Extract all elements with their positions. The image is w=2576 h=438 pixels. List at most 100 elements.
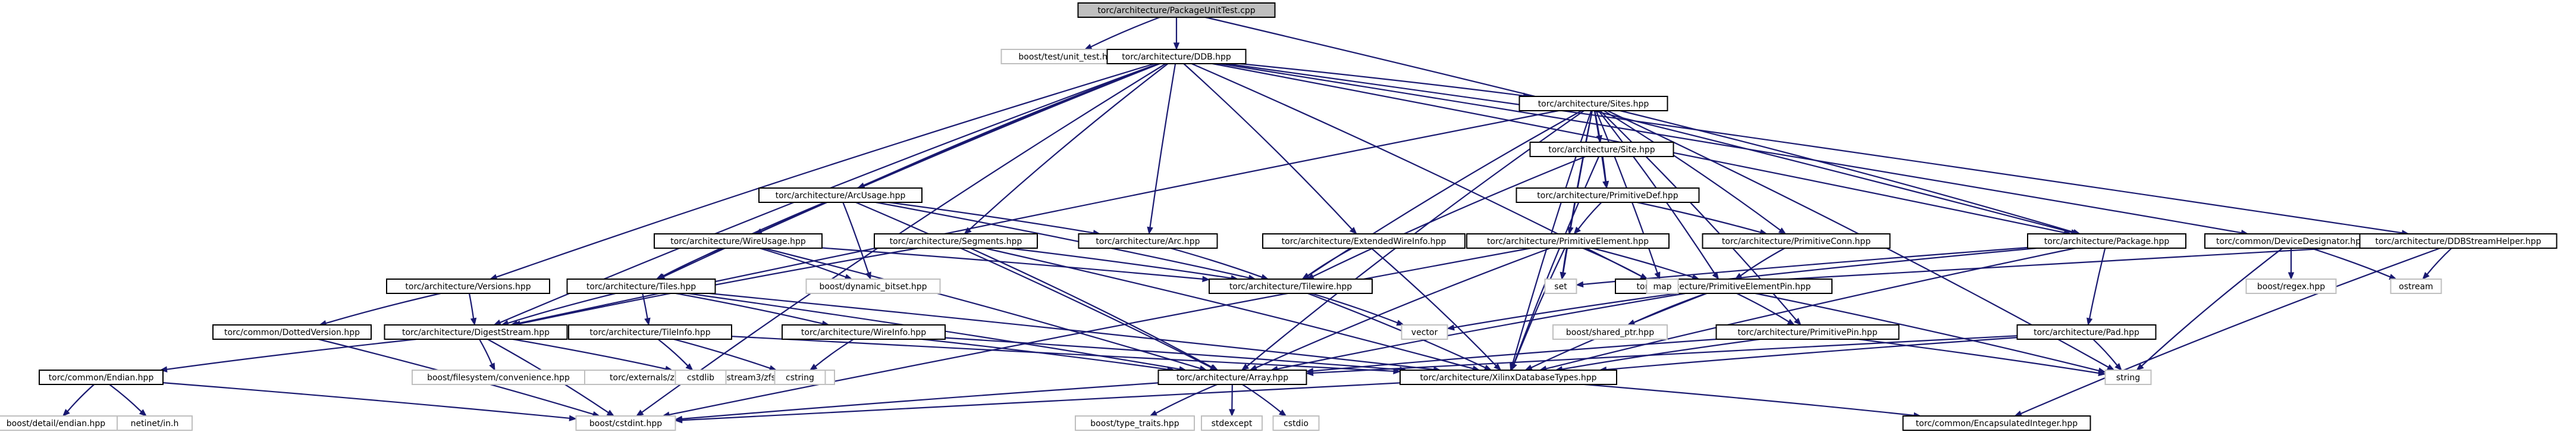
node-ostream[interactable]: ostream bbox=[2390, 279, 2442, 294]
node-cstdio[interactable]: cstdio bbox=[1272, 415, 1320, 431]
node-array[interactable]: torc/architecture/Array.hpp bbox=[1157, 370, 1307, 385]
node-stdexcept[interactable]: stdexcept bbox=[1201, 415, 1263, 431]
node-label: torc/common/EncapsulatedInteger.hpp bbox=[1916, 419, 2078, 428]
edge-ver-to-ds bbox=[468, 293, 477, 326]
node-pad[interactable]: torc/architecture/Pad.hpp bbox=[2016, 324, 2157, 340]
node-btt[interactable]: boost/type_traits.hpp bbox=[1075, 415, 1195, 431]
edge-line bbox=[1205, 16, 2072, 233]
node-label: torc/common/DottedVersion.hpp bbox=[224, 328, 360, 337]
node-label: torc/architecture/Sites.hpp bbox=[1538, 99, 1649, 109]
node-map[interactable]: map bbox=[1646, 279, 1679, 294]
node-endian[interactable]: torc/common/Endian.hpp bbox=[39, 370, 164, 385]
node-label: torc/architecture/Array.hpp bbox=[1176, 373, 1288, 383]
edge-line bbox=[1620, 110, 2074, 233]
node-bde[interactable]: boost/detail/endian.hpp bbox=[0, 415, 121, 431]
node-fsconv[interactable]: boost/filesystem/convenience.hpp bbox=[412, 370, 585, 385]
node-label: boost/dynamic_bitset.hpp bbox=[819, 282, 927, 292]
edge-ddb-to-arc bbox=[1147, 63, 1176, 235]
edge-line bbox=[1562, 338, 1761, 370]
node-box bbox=[566, 279, 716, 294]
node-ds[interactable]: torc/architecture/DigestStream.hpp bbox=[384, 324, 568, 340]
node-pc[interactable]: torc/architecture/PrimitiveConn.hpp bbox=[1702, 233, 1891, 249]
node-pkg[interactable]: torc/architecture/Package.hpp bbox=[2027, 233, 2186, 249]
node-regex[interactable]: boost/regex.hpp bbox=[2245, 279, 2337, 294]
node-pdef[interactable]: torc/architecture/PrimitiveDef.hpp bbox=[1516, 187, 1700, 203]
node-label: cstdio bbox=[1284, 419, 1309, 428]
node-label: torc/architecture/WireInfo.hpp bbox=[801, 328, 926, 337]
node-site[interactable]: torc/architecture/Site.hpp bbox=[1529, 142, 1674, 157]
node-tw[interactable]: torc/architecture/Tilewire.hpp bbox=[1209, 279, 1373, 294]
node-ver[interactable]: torc/architecture/Versions.hpp bbox=[386, 279, 550, 294]
node-box bbox=[1262, 233, 1466, 249]
node-box bbox=[2359, 233, 2558, 249]
node-wi[interactable]: torc/architecture/WireInfo.hpp bbox=[782, 324, 946, 340]
edge-line bbox=[969, 247, 1213, 368]
node-arc[interactable]: torc/architecture/Arc.hpp bbox=[1078, 233, 1218, 249]
edge-wi-to-cstring bbox=[809, 339, 854, 371]
edge-line bbox=[1008, 247, 1232, 279]
node-box bbox=[1075, 415, 1195, 431]
node-netinet[interactable]: netinet/in.h bbox=[117, 415, 193, 431]
node-ddbsh[interactable]: torc/architecture/DDBStreamHelper.hpp bbox=[2359, 233, 2558, 249]
node-box bbox=[2245, 279, 2337, 294]
node-bsp[interactable]: boost/shared_ptr.hpp bbox=[1552, 324, 1668, 340]
edge-pkg-to-pad bbox=[2086, 248, 2106, 326]
node-pp[interactable]: torc/architecture/PrimitivePin.hpp bbox=[1715, 324, 1900, 340]
edge-array-to-cstdio bbox=[1242, 384, 1287, 417]
node-bds[interactable]: boost/dynamic_bitset.hpp bbox=[805, 279, 941, 294]
edge-ti-to-cstdlib bbox=[657, 339, 694, 371]
node-box bbox=[1646, 279, 1679, 294]
node-dd[interactable]: torc/common/DeviceDesignator.hpp bbox=[2204, 233, 2378, 249]
edge-arrowhead bbox=[685, 363, 694, 371]
edge-arrowhead bbox=[1229, 409, 1235, 417]
node-seg[interactable]: torc/architecture/Segments.hpp bbox=[874, 233, 1038, 249]
node-cstring[interactable]: cstring bbox=[774, 370, 826, 385]
edge-line bbox=[1637, 201, 1761, 233]
node-au[interactable]: torc/architecture/ArcUsage.hpp bbox=[758, 187, 923, 203]
edge-arrowhead bbox=[1602, 180, 1609, 189]
node-vector[interactable]: vector bbox=[1401, 324, 1448, 340]
edge-arrowhead bbox=[1147, 226, 1153, 235]
edge-dd-to-ostream bbox=[2310, 247, 2398, 280]
node-ti[interactable]: torc/architecture/TileInfo.hpp bbox=[568, 324, 732, 340]
node-sites[interactable]: torc/architecture/Sites.hpp bbox=[1518, 96, 1668, 111]
node-tiles[interactable]: torc/architecture/Tiles.hpp bbox=[566, 279, 716, 294]
node-ddb[interactable]: torc/architecture/DDB.hpp bbox=[1106, 49, 1247, 64]
node-ewi[interactable]: torc/architecture/ExtendedWireInfo.hpp bbox=[1262, 233, 1466, 249]
edge-line bbox=[1602, 156, 1607, 182]
node-box bbox=[2104, 370, 2152, 385]
node-pe[interactable]: torc/architecture/PrimitiveElement.hpp bbox=[1466, 233, 1670, 249]
edge-arrowhead bbox=[1149, 410, 1158, 417]
node-dv[interactable]: torc/common/DottedVersion.hpp bbox=[212, 324, 372, 340]
edge-tw-to-vector bbox=[1311, 292, 1405, 326]
edge-line bbox=[842, 202, 870, 273]
edge-arrowhead bbox=[2114, 363, 2122, 371]
edge-line bbox=[969, 63, 1169, 230]
node-box bbox=[1544, 279, 1577, 294]
node-string[interactable]: string bbox=[2104, 370, 2152, 385]
node-ei[interactable]: torc/common/EncapsulatedInteger.hpp bbox=[1902, 415, 2091, 431]
node-box bbox=[2204, 233, 2378, 249]
edge-line bbox=[1584, 383, 1915, 417]
edge-line bbox=[876, 201, 1250, 279]
edge-arrowhead bbox=[470, 317, 477, 326]
node-label: boost/cstdint.hpp bbox=[589, 419, 662, 428]
node-xdt[interactable]: torc/architecture/XilinxDatabaseTypes.hp… bbox=[1400, 370, 1617, 385]
node-label: boost/test/unit_test.hpp bbox=[1018, 52, 1118, 62]
edge-ddb-to-ddbsh bbox=[1226, 62, 2409, 236]
node-label: cstring bbox=[786, 373, 814, 383]
edge-arrowhead bbox=[159, 366, 168, 373]
node-put[interactable]: torc/architecture/PackageUnitTest.cpp bbox=[1077, 2, 1276, 18]
node-cstdlib[interactable]: cstdlib bbox=[674, 370, 727, 385]
node-cstdint[interactable]: boost/cstdint.hpp bbox=[575, 415, 676, 431]
node-set[interactable]: set bbox=[1544, 279, 1577, 294]
edge-arrowhead bbox=[644, 317, 651, 326]
edge-ddb-to-wu bbox=[754, 62, 1160, 234]
edge-line bbox=[731, 336, 1394, 372]
node-wu[interactable]: torc/architecture/WireUsage.hpp bbox=[654, 233, 823, 249]
edge-sites-to-pc bbox=[1604, 110, 1787, 234]
edge-arrowhead bbox=[1306, 370, 1314, 377]
edge-pe-to-array bbox=[1249, 247, 1551, 371]
edge-arrowhead bbox=[1576, 281, 1584, 288]
edge-ver-to-dv bbox=[318, 292, 441, 327]
